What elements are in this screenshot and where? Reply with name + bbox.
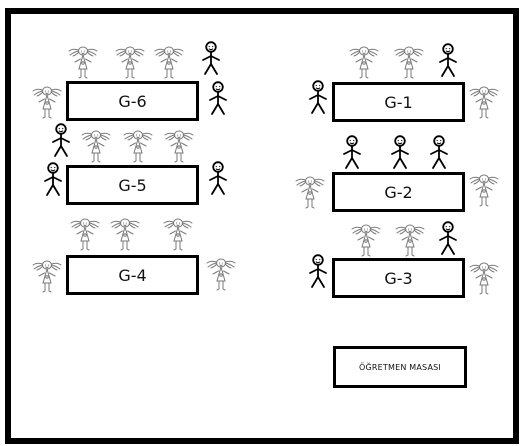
girl-figure — [293, 174, 327, 210]
boy-figure — [424, 134, 454, 172]
girl-figure — [121, 128, 155, 164]
girl-figure — [467, 172, 501, 208]
group-table-g1: G-1 — [332, 82, 465, 122]
boy-figure — [303, 252, 333, 292]
girl-figure — [108, 216, 142, 252]
girl-figure — [152, 44, 186, 80]
group-label-g1: G-1 — [384, 92, 413, 112]
boy-figure — [203, 80, 233, 118]
girl-figure — [347, 44, 381, 80]
boy-figure — [46, 122, 76, 160]
group-table-g4: G-4 — [66, 255, 199, 295]
group-table-g2: G-2 — [332, 172, 465, 212]
boy-figure — [337, 134, 367, 172]
boy-figure — [433, 220, 463, 258]
girl-figure — [204, 256, 238, 292]
girl-figure — [349, 222, 383, 258]
group-table-g5: G-5 — [66, 165, 199, 205]
girl-figure — [467, 260, 501, 296]
group-label-g5: G-5 — [118, 175, 147, 195]
girl-figure — [162, 128, 196, 164]
teacher-desk-label: ÖĞRETMEN MASASI — [359, 362, 441, 372]
group-table-g6: G-6 — [66, 81, 199, 121]
girl-figure — [113, 44, 147, 80]
girl-figure — [30, 258, 64, 294]
girl-figure — [66, 44, 100, 80]
group-label-g3: G-3 — [384, 268, 413, 288]
teacher-desk: ÖĞRETMEN MASASI — [333, 346, 467, 388]
girl-figure — [161, 216, 195, 252]
group-table-g3: G-3 — [332, 258, 465, 298]
girl-figure — [79, 128, 113, 164]
group-label-g2: G-2 — [384, 182, 413, 202]
boy-figure — [303, 78, 333, 118]
girl-figure — [68, 216, 102, 252]
group-label-g4: G-4 — [118, 265, 147, 285]
girl-figure — [393, 222, 427, 258]
boy-figure — [196, 40, 226, 78]
boy-figure — [38, 160, 68, 200]
boy-figure — [203, 160, 233, 198]
boy-figure — [433, 42, 463, 80]
group-label-g6: G-6 — [118, 91, 147, 111]
girl-figure — [467, 84, 501, 120]
girl-figure — [392, 44, 426, 80]
girl-figure — [30, 84, 64, 120]
boy-figure — [385, 134, 415, 172]
